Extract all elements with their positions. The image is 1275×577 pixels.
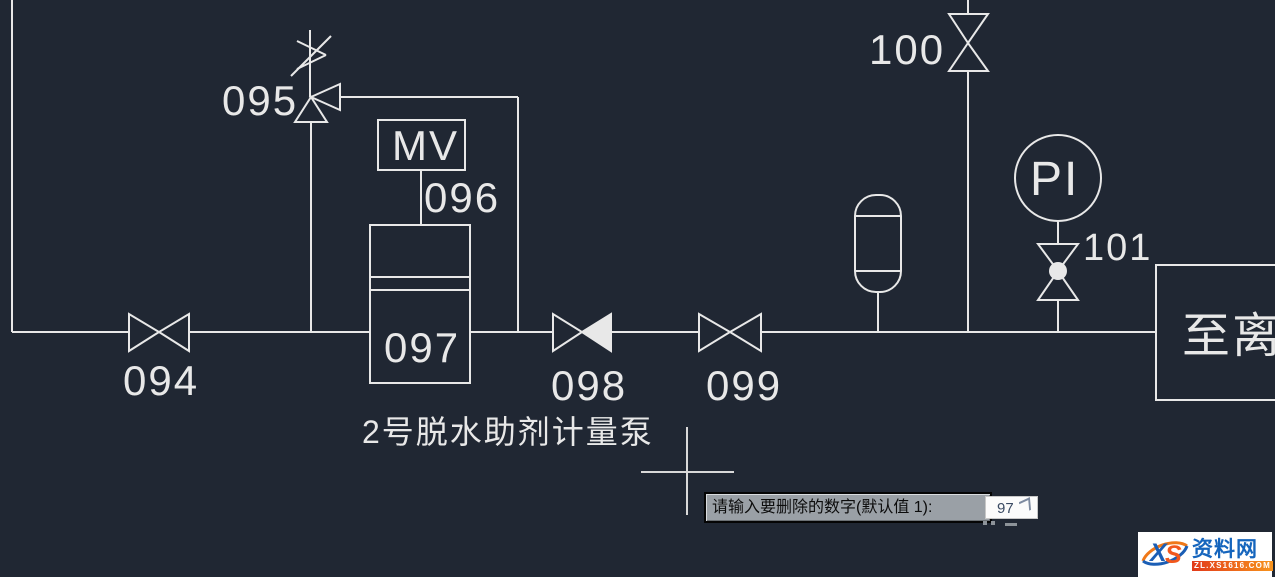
pi-label[interactable]: PI [1030,153,1079,206]
valve-101-symbol[interactable] [1036,243,1080,332]
vent-arrow-icon [296,40,327,70]
relief-valve-095-symbol[interactable] [290,30,519,332]
dampener-vessel-symbol[interactable] [854,194,902,332]
valve-100-symbol[interactable] [947,0,990,332]
xs-logo-icon: X S [1138,532,1192,577]
valve-099-label[interactable]: 099 [706,362,782,409]
pump-097-label[interactable]: 097 [384,324,460,371]
destination-box[interactable] [1155,264,1275,401]
valve-101-label[interactable]: 101 [1083,227,1152,269]
valve-099-symbol[interactable] [698,312,762,353]
watermark-site-name: 资料网 [1192,537,1258,561]
watermark-logo: X S 资料网 ZL.XS1616.COM [1138,532,1273,577]
dyn-input-dash-icon [1005,523,1017,526]
command-prompt-tooltip: 请输入要删除的数字(默认值 1): [704,492,992,523]
dynamic-input-field[interactable]: 97 [985,496,1038,519]
valve-095-label[interactable]: 095 [222,77,298,124]
valve-096-label[interactable]: 096 [424,174,500,221]
mv-actuator-096-symbol[interactable] [377,119,466,225]
dyn-input-dot-icon [991,521,995,525]
pump-caption-label[interactable]: 2号脱水助剂计量泵 [362,414,654,450]
logo-letter-x: X [1150,539,1167,567]
dynamic-input-value: 97 [997,500,1014,517]
destination-label[interactable]: 至离心 [1182,310,1275,363]
check-valve-098-symbol[interactable] [552,312,612,353]
logo-letter-s: S [1165,541,1182,569]
crosshair-cursor-icon [641,427,734,515]
valve-098-label[interactable]: 098 [551,362,627,409]
valve-094-label[interactable]: 094 [123,357,199,404]
watermark-site-url: ZL.XS1616.COM [1192,560,1273,571]
dyn-input-dot-icon [983,521,987,525]
input-caret-icon [1019,497,1031,515]
pressure-indicator-pi-symbol[interactable] [1014,134,1102,244]
vent-slash-icon [290,35,332,77]
pipe-recirculation-loop[interactable] [340,96,519,332]
command-prompt-message: 请输入要删除的数字(默认值 1): [712,499,933,516]
valve-ball-icon [1049,262,1067,280]
valve-094-symbol[interactable] [128,312,190,353]
valve-100-label[interactable]: 100 [869,26,945,73]
mv-label[interactable]: MV [392,122,459,169]
pump-097-symbol[interactable] [369,224,471,384]
